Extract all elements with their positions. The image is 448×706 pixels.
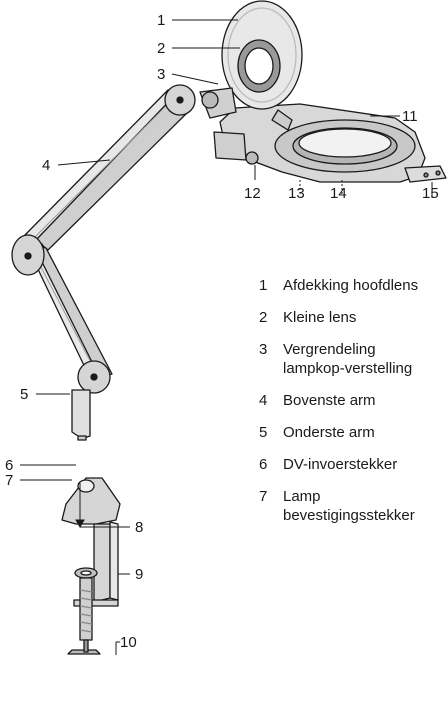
- legend-item: 1 Afdekking hoofdlens: [259, 276, 448, 295]
- leader-lines: [20, 19, 433, 655]
- legend-number: 6: [259, 456, 268, 473]
- callout-12: 12: [244, 185, 261, 202]
- callout-8: 8: [135, 519, 143, 536]
- legend-number: 4: [259, 392, 268, 409]
- legend-item: 2 Kleine lens: [259, 308, 448, 327]
- legend-item: 5 Onderste arm: [259, 423, 448, 442]
- upper-arm: [23, 89, 189, 251]
- callout-10: 10: [120, 634, 137, 651]
- callout-6: 6: [5, 457, 13, 474]
- lamp-head: [213, 103, 447, 183]
- callout-2: 2: [157, 40, 165, 57]
- callout-11: 11: [402, 108, 418, 125]
- legend-number: 1: [259, 277, 268, 294]
- elbow-joint: [11, 234, 45, 276]
- callout-9: 9: [135, 566, 143, 583]
- legend-label: Bovenste arm: [283, 392, 376, 409]
- legend-label: Lamp bevestigingsstekker: [283, 488, 415, 524]
- callout-14: 14: [330, 185, 347, 202]
- callout-3: 3: [157, 66, 165, 83]
- legend-item: 6 DV-invoerstekker: [259, 455, 448, 474]
- legend-item: 3 Vergrendeling lampkop-verstelling: [259, 340, 448, 378]
- legend-item: 4 Bovenste arm: [259, 391, 448, 410]
- head-lock-joint: [164, 84, 237, 119]
- callout-15: 15: [422, 185, 439, 202]
- legend-label: DV-invoerstekker: [283, 456, 398, 473]
- base-joint: [71, 360, 111, 441]
- legend-number: 2: [259, 309, 268, 326]
- legend-label: Vergrendeling lampkop-verstelling: [283, 341, 413, 377]
- legend-item: 7 Lamp bevestigingsstekker: [259, 487, 448, 525]
- legend-number: 3: [259, 341, 268, 358]
- legend-number: 7: [259, 488, 268, 505]
- callout-7: 7: [5, 472, 13, 489]
- legend-label: Afdekking hoofdlens: [283, 277, 419, 294]
- callout-5: 5: [20, 386, 28, 403]
- legend-number: 5: [259, 424, 268, 441]
- legend-label: Kleine lens: [283, 309, 357, 326]
- callout-numbers: 1 2 3 4 5 6 7 8 9 10 11 12 13 14 15: [5, 12, 439, 651]
- callout-4: 4: [42, 157, 50, 174]
- lens-cover: [221, 0, 303, 131]
- callout-1: 1: [157, 12, 165, 29]
- parts-legend: 1 Afdekking hoofdlens 2 Kleine lens 3 Ve…: [259, 276, 448, 538]
- legend-label: Onderste arm: [283, 424, 375, 441]
- callout-13: 13: [288, 185, 305, 202]
- table-clamp: [61, 477, 121, 655]
